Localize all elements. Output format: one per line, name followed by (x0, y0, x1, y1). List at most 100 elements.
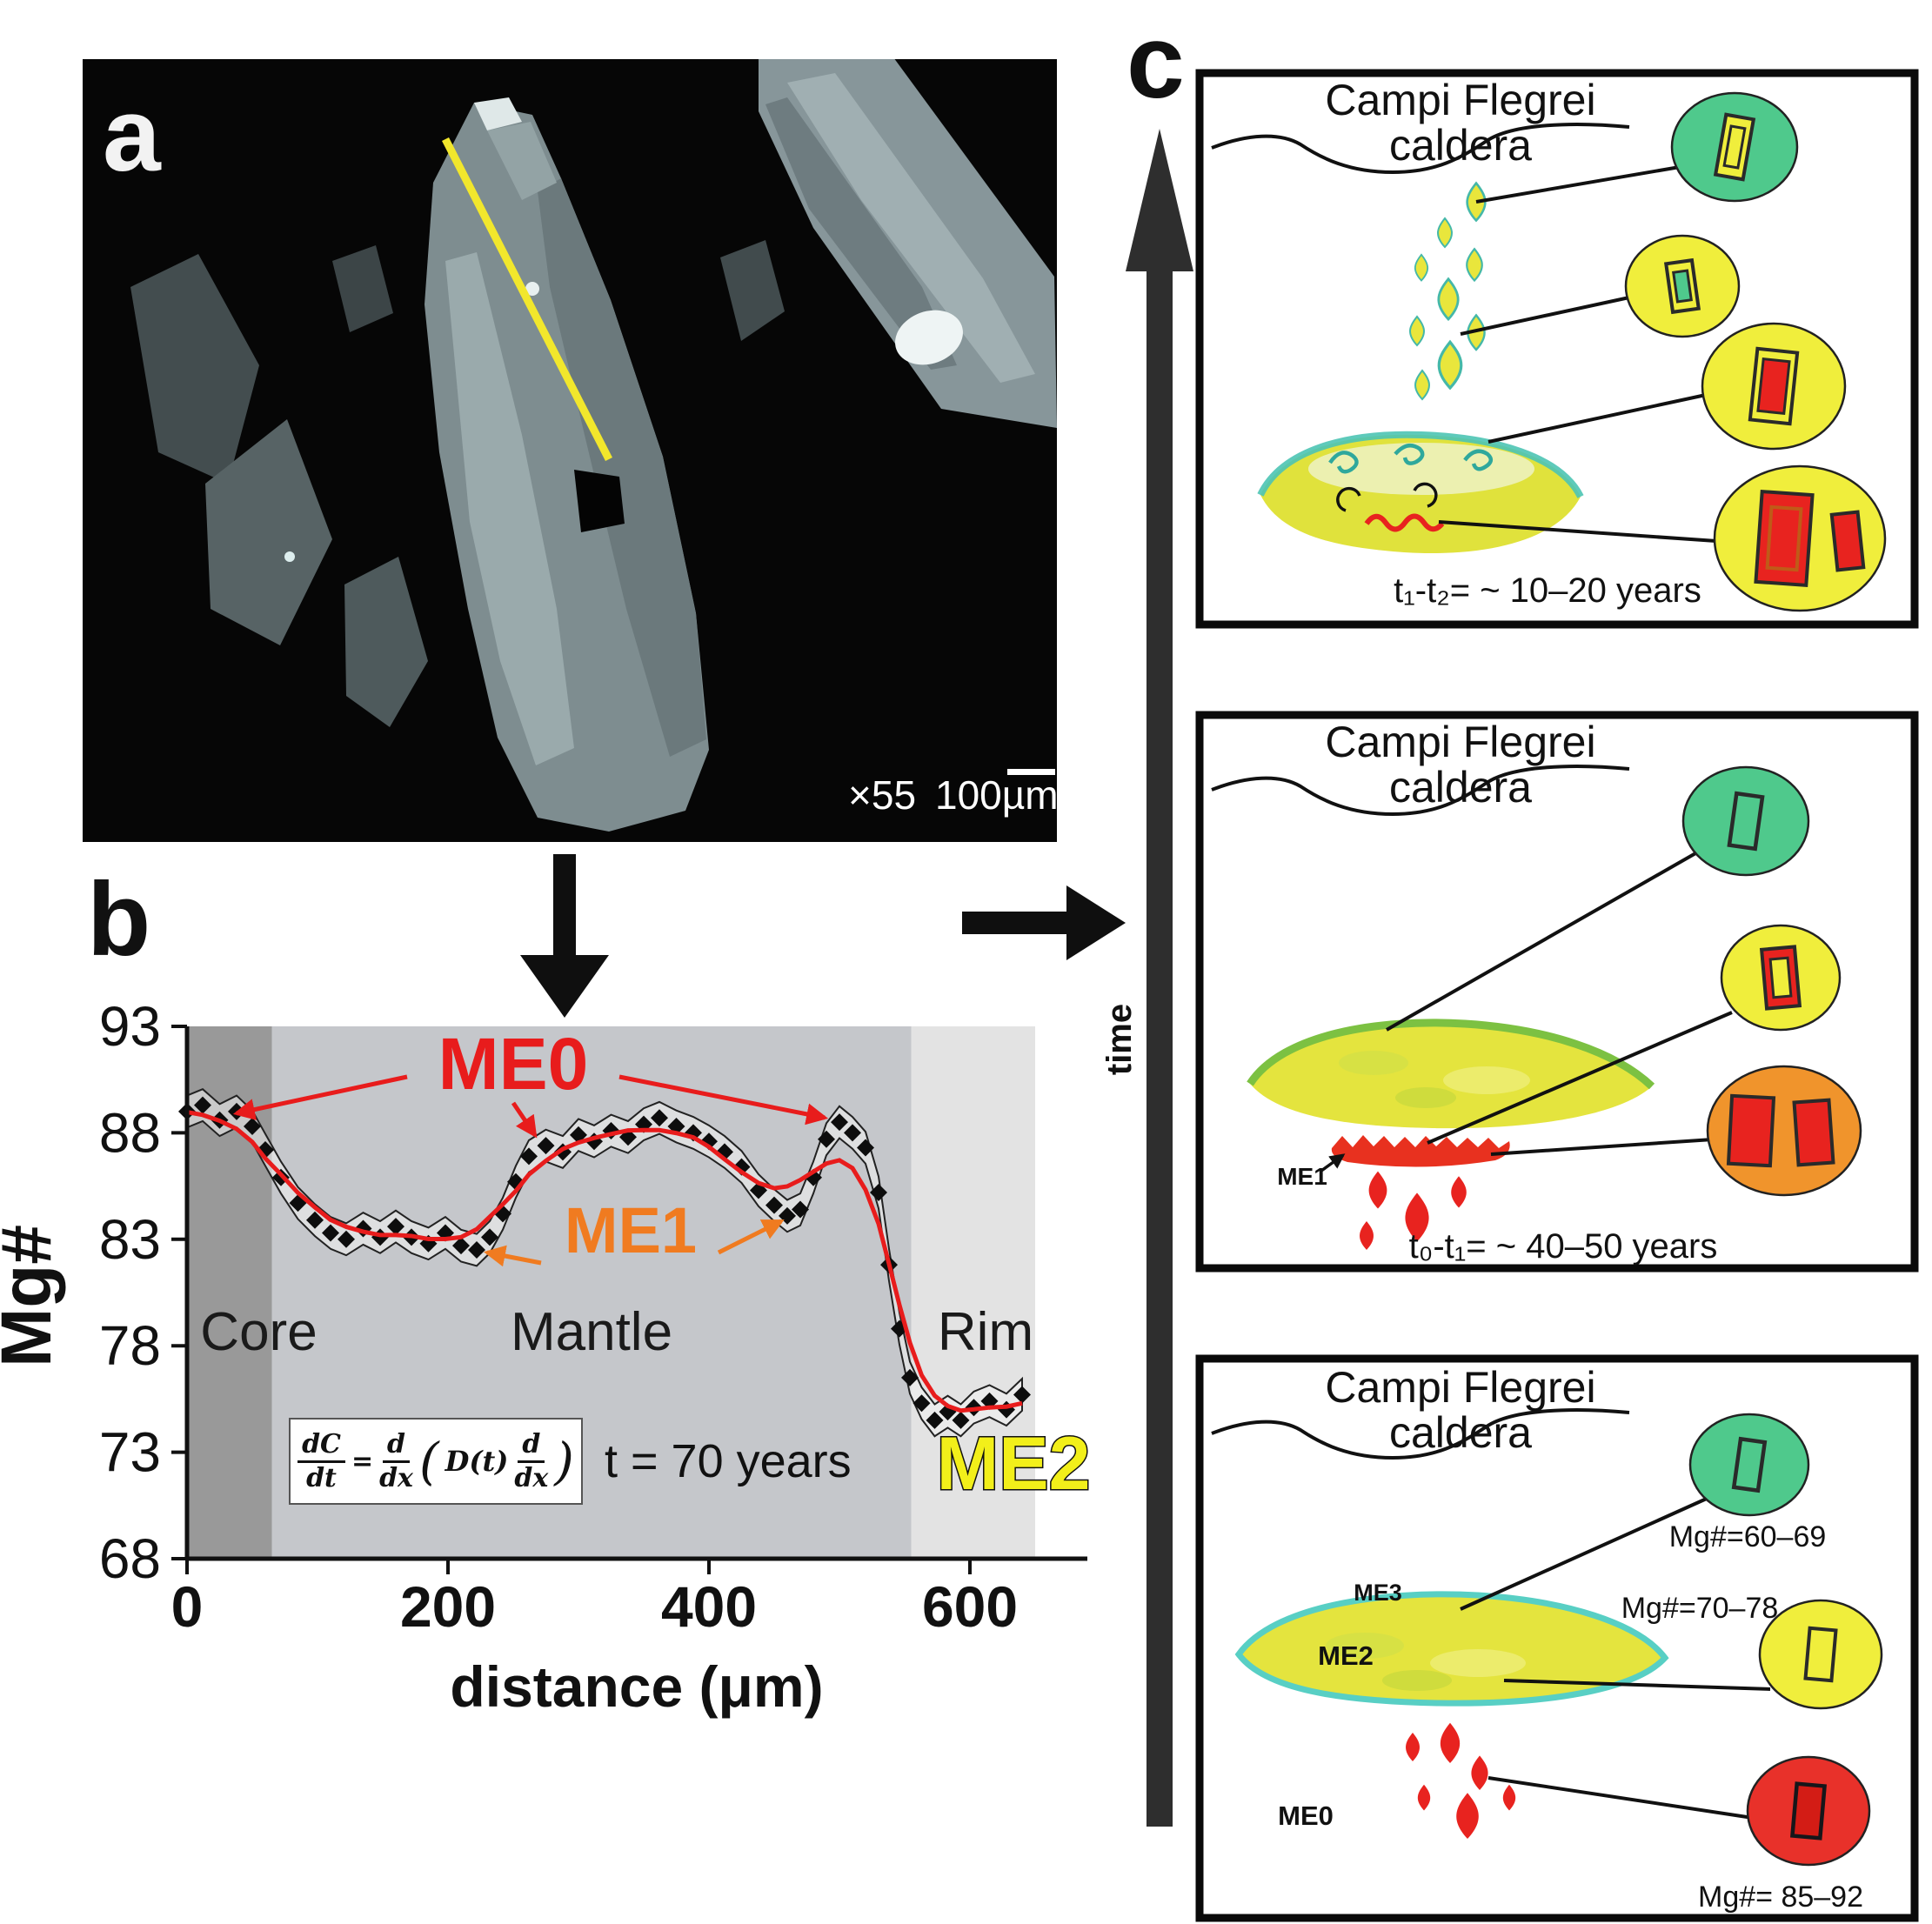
stage-time-range: t₁-t₂= ~ 10–20 years (1394, 571, 1701, 610)
magma-mottle (1326, 1633, 1404, 1659)
connector-line (1438, 520, 1717, 543)
mixing-arrow (1336, 486, 1361, 512)
data-point-diamond (913, 1394, 931, 1413)
me0-arrow (511, 1101, 538, 1139)
crystal-fragment (130, 254, 259, 484)
connector-line (1386, 851, 1698, 1032)
me3-label: ME3 (1354, 1580, 1402, 1606)
x-axis-title: distance (μm) (450, 1654, 823, 1719)
reservoir-teal-rim (1257, 431, 1584, 498)
equation-paren: ( (418, 1432, 439, 1491)
me2-label: ME2 (1318, 1640, 1374, 1671)
panel-a-bse-image: a ×55 100µm (83, 59, 1059, 842)
crystal-rim (1754, 489, 1815, 588)
right-arrow-icon (962, 885, 1126, 960)
crystal-cartoon (1731, 1436, 1768, 1493)
magma-mottle (1430, 1649, 1526, 1677)
mixing-arrow (1413, 482, 1438, 508)
right-crystal-zone (765, 97, 957, 370)
data-point-diamond (244, 1118, 261, 1136)
time-arrow-icon: time (1100, 129, 1193, 1827)
equation-term: dx (514, 1462, 549, 1493)
zone-label-core: Core (200, 1302, 317, 1362)
chart-annotations: ME0 ME1 ME2 t = 70 years Mg# distance (μ… (0, 1023, 1092, 1719)
data-point-diamond (338, 1230, 355, 1248)
mafic-recharge-squiggle (1364, 513, 1445, 532)
data-point-diamond (387, 1218, 404, 1236)
data-point-diamond (857, 1139, 874, 1157)
equation-term: d (383, 1431, 410, 1463)
connector-line (1460, 296, 1630, 336)
me0-label: ME0 (1278, 1800, 1334, 1831)
caldera-surface-profile (1211, 765, 1630, 817)
central-crystal-zone (487, 122, 557, 200)
crystal-cartoon (1726, 1093, 1776, 1168)
equation-equals: = (351, 1446, 374, 1477)
mixing-zone (1308, 443, 1534, 495)
crystal-cartoon (1792, 1098, 1835, 1167)
data-point-diamond (452, 1237, 470, 1255)
caldera-surface-profile (1211, 1408, 1630, 1460)
crystal-core (1672, 269, 1693, 304)
time-arrow-shaft (1146, 261, 1173, 1827)
stage-box-latest: Campi Flegrei caldera (1195, 69, 1919, 629)
data-point-diamond (194, 1096, 211, 1114)
data-point-diamond (765, 1196, 783, 1214)
crystal-inset-green (1688, 1413, 1810, 1517)
data-point-diamond (952, 1411, 970, 1429)
crystal-rim (1731, 1436, 1768, 1493)
crystal-core (1768, 956, 1793, 999)
equation-fraction: dC dt (297, 1431, 345, 1493)
x-tick-label: 0 (171, 1574, 204, 1639)
connector-line (1475, 165, 1681, 204)
y-tick-label: 78 (99, 1314, 161, 1377)
crystal-core (1756, 357, 1791, 416)
me1-label: ME1 (1277, 1163, 1327, 1190)
me1-pointer-arrow (1320, 1153, 1346, 1172)
data-point-diamond (818, 1130, 835, 1148)
connector-line (1487, 1776, 1754, 1820)
x-tick-label: 200 (400, 1574, 496, 1639)
equation-term: dt (306, 1462, 337, 1493)
data-point-diamond (792, 1200, 809, 1219)
me1-annotation: ME1 (565, 1194, 697, 1266)
caldera-surface-profile (1211, 123, 1630, 175)
time-arrow-head (1126, 129, 1193, 271)
me0-annotation: ME0 (438, 1023, 589, 1105)
central-crystal (425, 103, 709, 832)
crystal-fragment (205, 419, 332, 645)
magma-reservoir-me2 (1234, 1591, 1669, 1707)
data-point-diamond (520, 1147, 538, 1166)
crystal-cartoon (1727, 791, 1765, 852)
bright-speck (284, 551, 295, 562)
bright-mineral-blob (895, 310, 963, 365)
equation-term: dx (379, 1462, 413, 1493)
me2-annotation: ME2 (937, 1422, 1091, 1506)
down-arrow-icon (520, 854, 609, 1018)
panel-b-label: b (87, 861, 150, 978)
magnification-label: ×55 (848, 772, 916, 818)
caldera-title: Campi Flegrei (1325, 718, 1595, 766)
crystal-fragment (720, 240, 785, 341)
equation-fraction: d dx (514, 1431, 549, 1493)
down-arrow-shaft (553, 854, 576, 957)
y-axis-title: Mg# (0, 1225, 66, 1367)
y-tick-label: 88 (99, 1101, 161, 1164)
model-time-label: t = 70 years (605, 1435, 852, 1487)
central-crystal-zone (538, 178, 706, 757)
right-arrow-head (1066, 885, 1126, 960)
data-point-diamond (651, 1109, 668, 1127)
diffusion-model-line (186, 1110, 1023, 1413)
caldera-title: caldera (1389, 763, 1532, 812)
data-point-diamond (468, 1241, 485, 1259)
connector-line (1460, 1496, 1709, 1611)
crystal-cartoon (1754, 489, 1815, 588)
me1-arrow (717, 1219, 785, 1255)
data-point-diamond (481, 1228, 498, 1246)
scalebar-label: 100µm (935, 772, 1059, 818)
crystal-core (1722, 124, 1747, 170)
convection-swirl (1328, 451, 1359, 474)
